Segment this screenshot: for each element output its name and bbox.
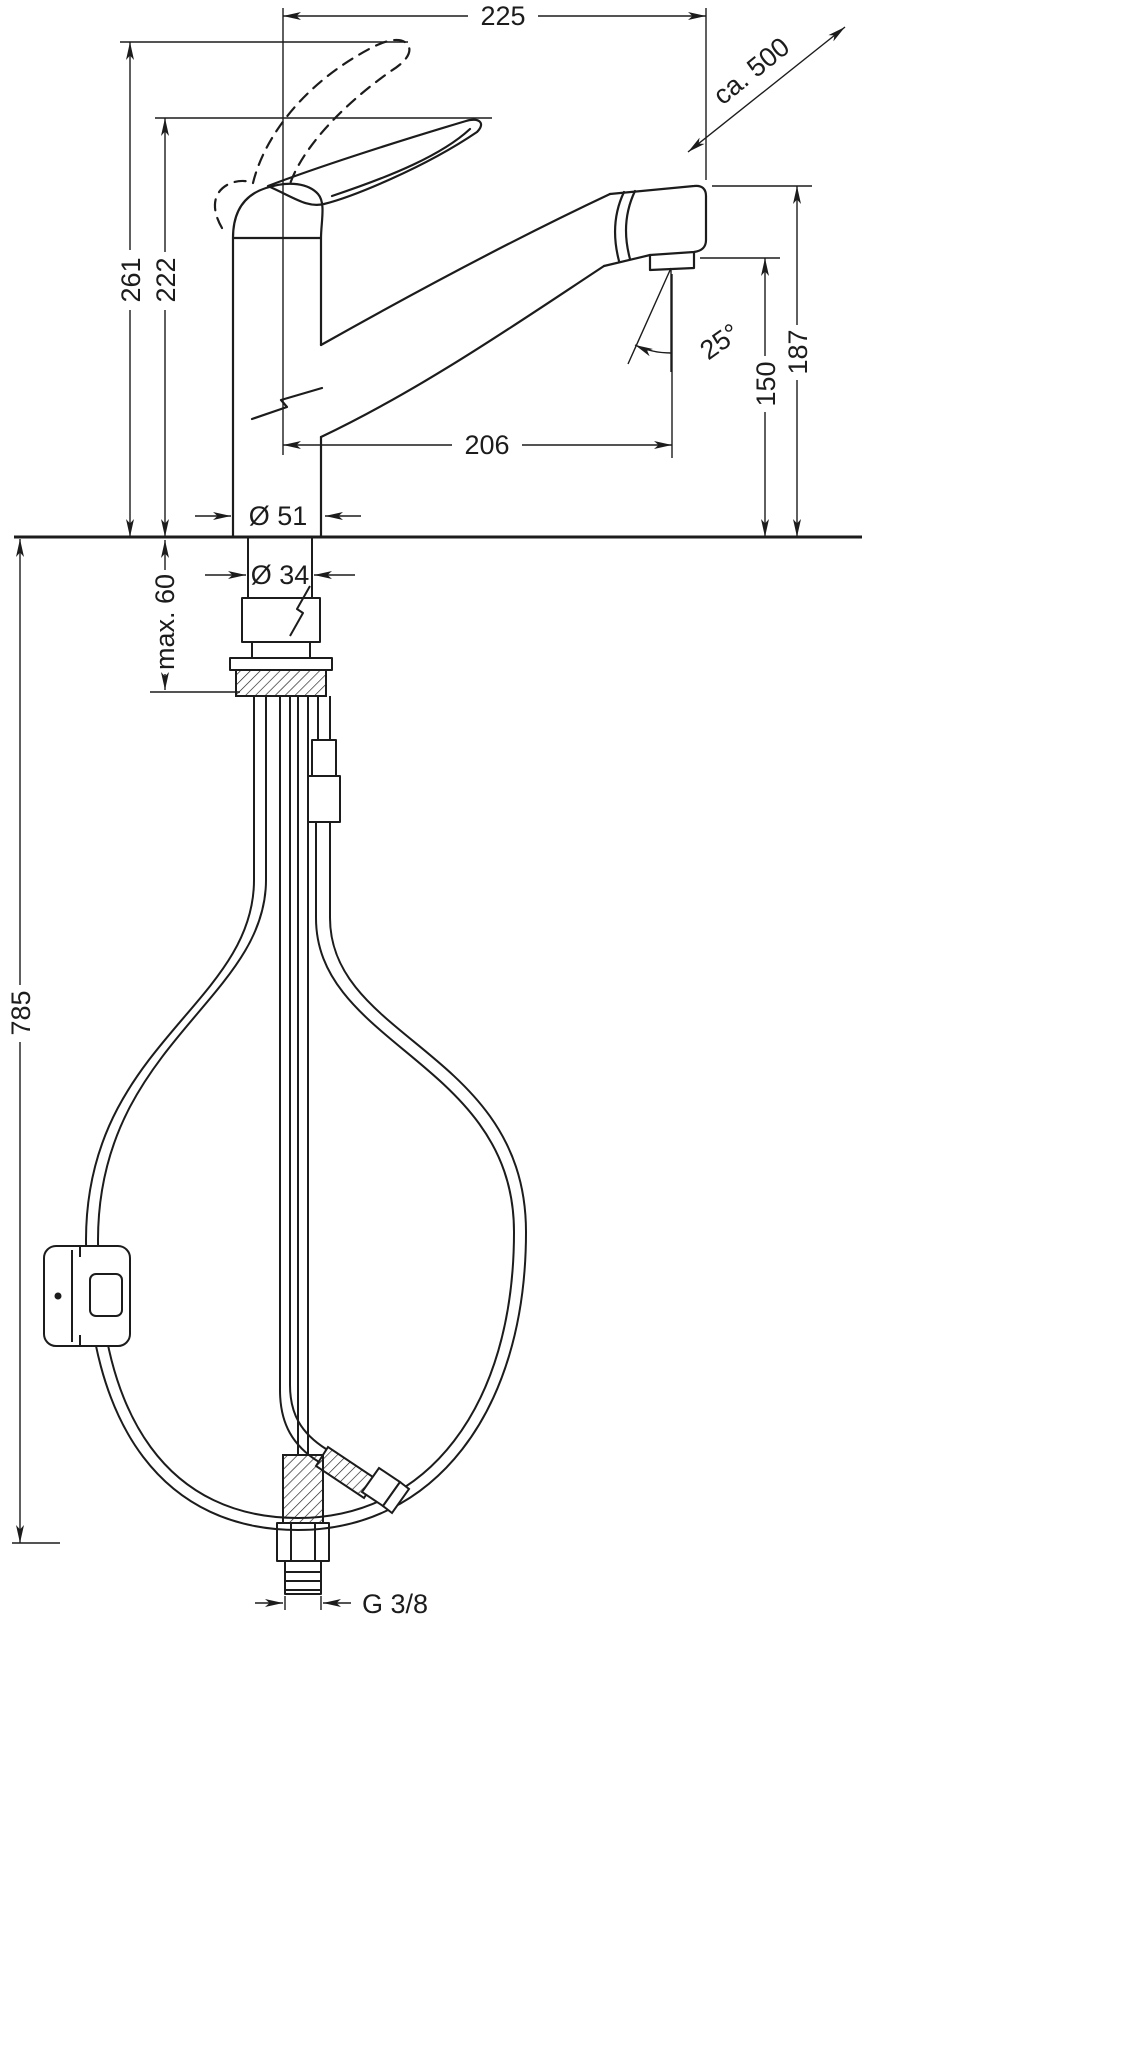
aerator: [648, 250, 696, 272]
dimension-connection-thread: G 3/8: [255, 1589, 428, 1619]
spray-head: [602, 184, 708, 268]
weight-body: [43, 1245, 131, 1347]
connector-tip-angled: [381, 1480, 411, 1515]
handle-raised-dashed: [213, 38, 411, 230]
block-break-line: [289, 585, 311, 637]
dimension-height-aerator: 150: [700, 258, 781, 537]
handle-lever-inner-line: [330, 127, 472, 198]
faucet-outline: [231, 118, 708, 539]
outlet-nipple-feed: [317, 696, 331, 740]
seal-ring: [235, 669, 327, 697]
dim-spray-angle-label: 25°: [695, 318, 746, 366]
handle-dome: [231, 182, 324, 240]
extension-lines: [284, 1596, 322, 1610]
shank-edges: [247, 537, 313, 598]
pullout-hose-loop: [85, 696, 527, 1531]
dimension-shank-diameter: Ø 34: [205, 560, 355, 590]
dimension-height-handle-closed: 222: [151, 118, 492, 537]
dimension-hose-length-below: 785: [6, 539, 60, 1543]
supply-hose-right: [297, 696, 309, 1455]
dim-spout-reach-label: 206: [464, 430, 509, 460]
dimension-line: [687, 26, 846, 153]
braided-connector-vertical: [282, 1454, 324, 1524]
spout-bottom-edge: [319, 264, 606, 439]
supply-hose-left: [279, 696, 327, 1463]
dim-height-head-top-label: 187: [783, 329, 813, 374]
body-edges: [231, 236, 323, 539]
hose-weight: [43, 1245, 131, 1347]
head-separation-lines: [613, 189, 637, 263]
weight-clip-window: [89, 1273, 123, 1317]
handle-lever: [266, 118, 483, 206]
dim-base-diameter-label: Ø 51: [249, 501, 308, 531]
dim-height-handle-open-label: 261: [116, 257, 146, 302]
weight-split-line: [71, 1246, 81, 1346]
dimension-spray-angle: 25°: [627, 267, 746, 372]
dim-reach-overall-label: 225: [480, 1, 525, 31]
outlet-nut: [307, 775, 341, 823]
fastening-block: [241, 597, 321, 658]
spout-top-edge: [319, 192, 612, 347]
dim-hose-length-below-label: 785: [6, 990, 36, 1035]
raised-cap-arc: [213, 179, 255, 230]
dim-max-mounting-thickness-label: max. 60: [150, 574, 180, 670]
body-break-line: [250, 386, 324, 421]
dimension-reach-overall: 225: [283, 1, 706, 455]
dim-hose-extension-label: ca. 500: [707, 31, 795, 110]
outlet-nipple: [311, 739, 337, 777]
dim-shank-diameter-label: Ø 34: [251, 560, 310, 590]
mounting-hardware: [229, 537, 333, 697]
dim-height-aerator-label: 150: [751, 361, 781, 406]
connector-thread: [284, 1560, 322, 1595]
connector-nut-vertical: [276, 1522, 330, 1562]
weight-screw: [54, 1292, 62, 1300]
angle-arc: [634, 344, 672, 357]
extension-lines: [282, 8, 707, 455]
angle-legs: [627, 267, 672, 372]
dimension-height-handle-open: 261: [116, 42, 408, 537]
dimension-spout-reach: 206: [283, 274, 672, 460]
washer: [229, 657, 333, 671]
dimension-height-head-top: 187: [712, 186, 813, 537]
dim-connection-thread-label: G 3/8: [362, 1589, 428, 1619]
dimension-hose-extension: ca. 500: [687, 26, 846, 153]
hoses: [85, 696, 527, 1595]
dimension-base-diameter: Ø 51: [195, 501, 361, 531]
dim-height-handle-closed-label: 222: [151, 257, 181, 302]
dimension-max-mounting-thickness: max. 60: [150, 540, 240, 692]
